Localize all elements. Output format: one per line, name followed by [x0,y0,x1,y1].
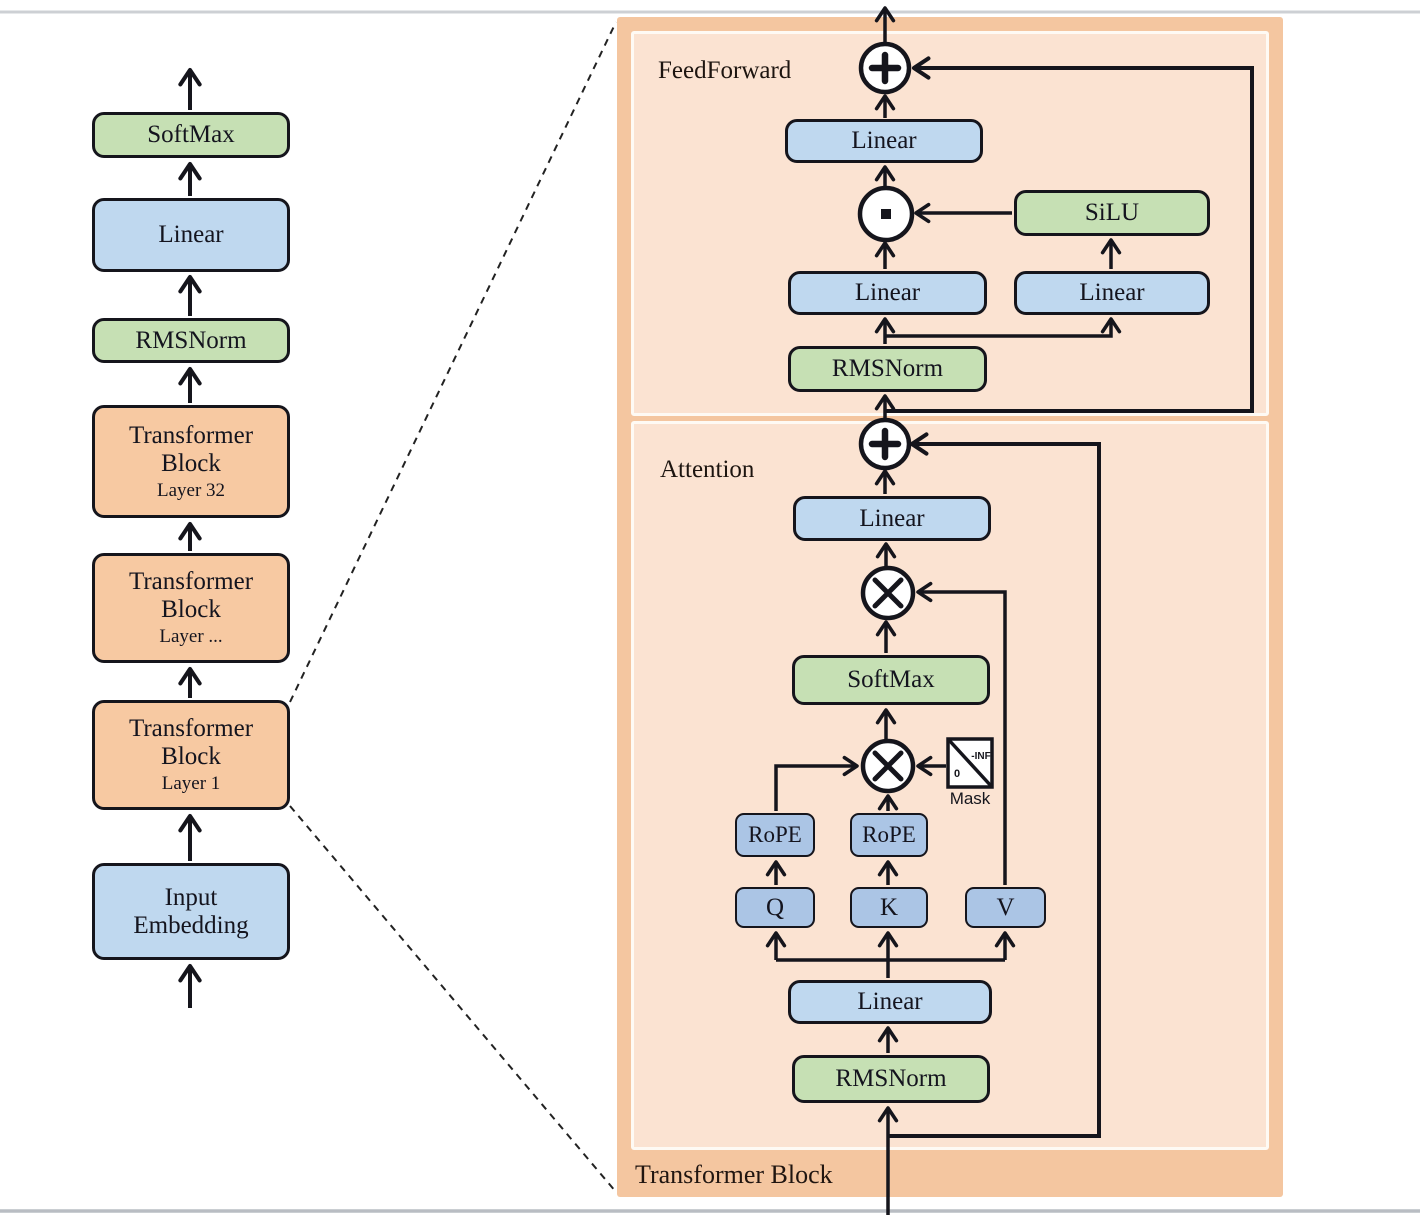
attention-label: Attention [660,456,755,483]
rope-k-node: RoPE [850,813,928,857]
value-label: V [996,893,1015,921]
softmax-output-node: SoftMax [92,112,290,158]
ff-linear-gate-label: Linear [854,279,921,306]
ff-linear-up-label: Linear [1079,279,1145,306]
transformer-block-1-node: Transformer Block Layer 1 [92,700,290,810]
attn-linear-qkv-node: Linear [788,980,992,1024]
transformer-block-dots-title: Transformer Block [128,568,254,624]
attention-wires [765,469,1016,1215]
zoom-guide-dashed-lines [289,21,617,1193]
value-node: V [965,887,1046,928]
transformer-block-32-layer: Layer 32 [156,479,226,501]
transformer-block-1-title: Transformer Block [128,715,254,771]
query-label: Q [765,893,785,921]
silu-label: SiLU [1084,199,1140,226]
attn-rmsnorm-node: RMSNorm [792,1055,990,1103]
feedforward-residual-line [886,56,1254,413]
mask-zero-label: 0 [954,768,960,780]
transformer-block-32-node: Transformer Block Layer 32 [92,405,290,518]
arrow-ffrmsnorm-to-up [885,317,1122,338]
transformer-block-dots-layer: Layer ... [159,626,223,648]
transformer-block-1-layer: Layer 1 [161,773,221,795]
arrow-ropeq-to-matmulqk [774,755,859,811]
matmul-icon-scores-v [860,565,916,621]
value-line-to-matmul [916,581,1007,885]
key-label: K [879,893,899,921]
rmsnorm-output-label: RMSNorm [135,326,247,354]
elementwise-multiply-icon [857,185,915,243]
linear-output-label: Linear [158,221,224,248]
add-icon-attention [858,417,912,471]
add-icon-feedforward [858,41,912,95]
softmax-output-label: SoftMax [147,121,235,148]
rope-q-label: RoPE [748,822,802,848]
ff-rmsnorm-node: RMSNorm [788,346,987,392]
mask-label: Mask [950,789,991,808]
transformer-block-dots-node: Transformer Block Layer ... [92,553,290,663]
transformer-block-32-title: Transformer Block [128,421,254,477]
attention-residual-line [888,432,1101,1138]
attn-softmax-label: SoftMax [847,666,935,693]
rope-k-label: RoPE [862,822,916,848]
key-node: K [850,887,928,928]
attn-linear-out-node: Linear [793,496,991,541]
attn-rmsnorm-label: RMSNorm [835,1065,947,1092]
feedforward-label: FeedForward [658,57,792,84]
rope-q-node: RoPE [735,813,815,857]
feedforward-wires [874,6,1122,419]
transformer-block-title: Transformer Block [635,1160,833,1189]
ff-linear-out-node: Linear [785,119,983,163]
silu-node: SiLU [1014,190,1210,236]
input-embedding-label: Input Embedding [133,883,249,939]
mask-icon: -INF 0 Mask [946,737,994,808]
attn-linear-out-label: Linear [859,504,925,532]
ff-linear-up-node: Linear [1014,271,1210,315]
attn-softmax-node: SoftMax [792,655,990,705]
rmsnorm-output-node: RMSNorm [92,318,290,363]
matmul-icon-q-k [860,738,916,794]
attn-linear-qkv-label: Linear [857,988,923,1015]
input-embedding-node: Input Embedding [92,863,290,960]
ff-rmsnorm-label: RMSNorm [831,355,944,382]
ff-linear-out-label: Linear [851,127,917,154]
linear-output-node: Linear [92,198,290,272]
mask-inf-label: -INF [971,751,990,762]
query-node: Q [735,887,815,928]
ff-linear-gate-node: Linear [788,271,987,315]
